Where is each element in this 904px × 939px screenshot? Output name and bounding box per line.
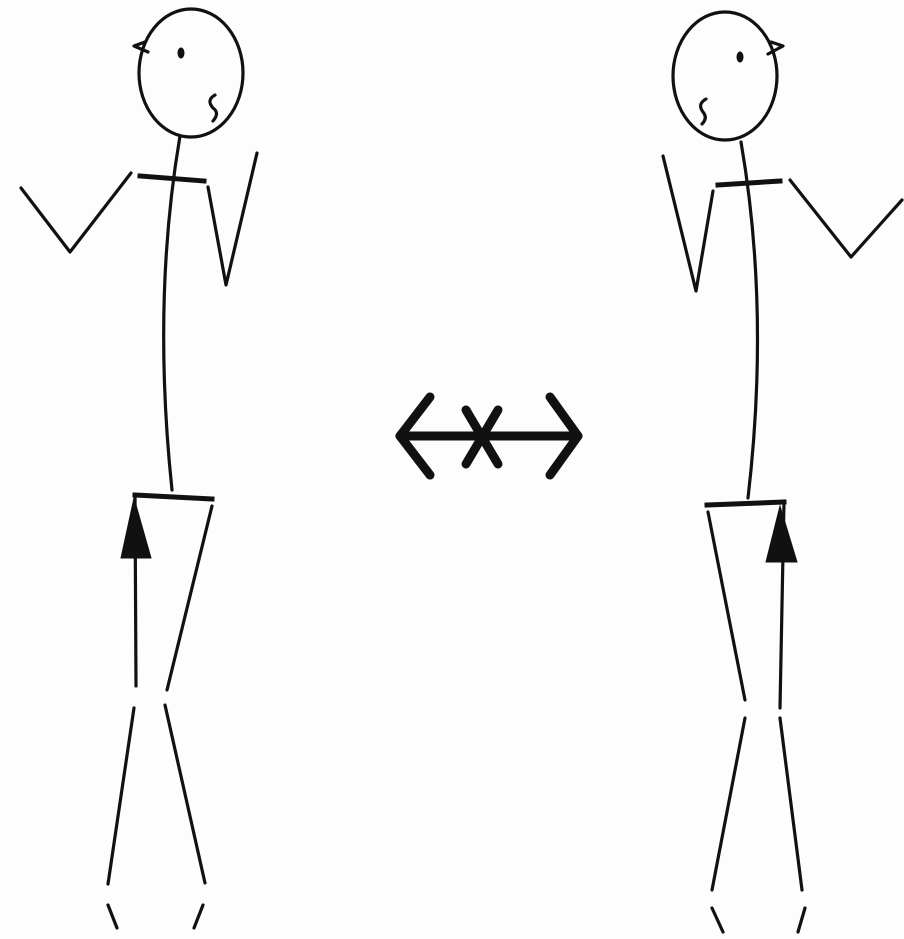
right-inner-arm [663,156,713,291]
right-outer-arm [790,180,902,257]
right-shin-front [712,718,745,890]
right-eye [737,52,743,62]
right-torso [741,142,757,498]
left-shin-front [165,705,205,883]
left-torso [164,136,180,490]
right-shin-back [780,718,802,890]
right-shoulders [718,181,780,185]
left-stick-figure [21,9,257,928]
left-outer-arm [21,173,131,252]
left-foot-front [194,905,203,928]
left-shin-back [108,708,134,884]
right-foot-back [798,908,805,932]
left-inner-arm [208,153,257,285]
right-hips [707,502,784,505]
left-thigh-front [167,506,212,690]
left-head [134,9,243,137]
right-foot-front [712,908,723,932]
left-mouth [210,95,217,121]
left-eye [178,48,184,58]
left-foot-back [108,905,117,928]
double-headed-arrow-with-x-icon [400,397,578,475]
right-thigh-front [708,512,745,700]
left-leg-arrow-icon [121,498,151,558]
left-shoulders [140,176,204,181]
right-mouth [701,99,706,124]
right-head [673,12,783,140]
left-hips [135,495,212,499]
right-stick-figure [663,12,902,932]
right-leg-arrow-icon [766,506,797,562]
